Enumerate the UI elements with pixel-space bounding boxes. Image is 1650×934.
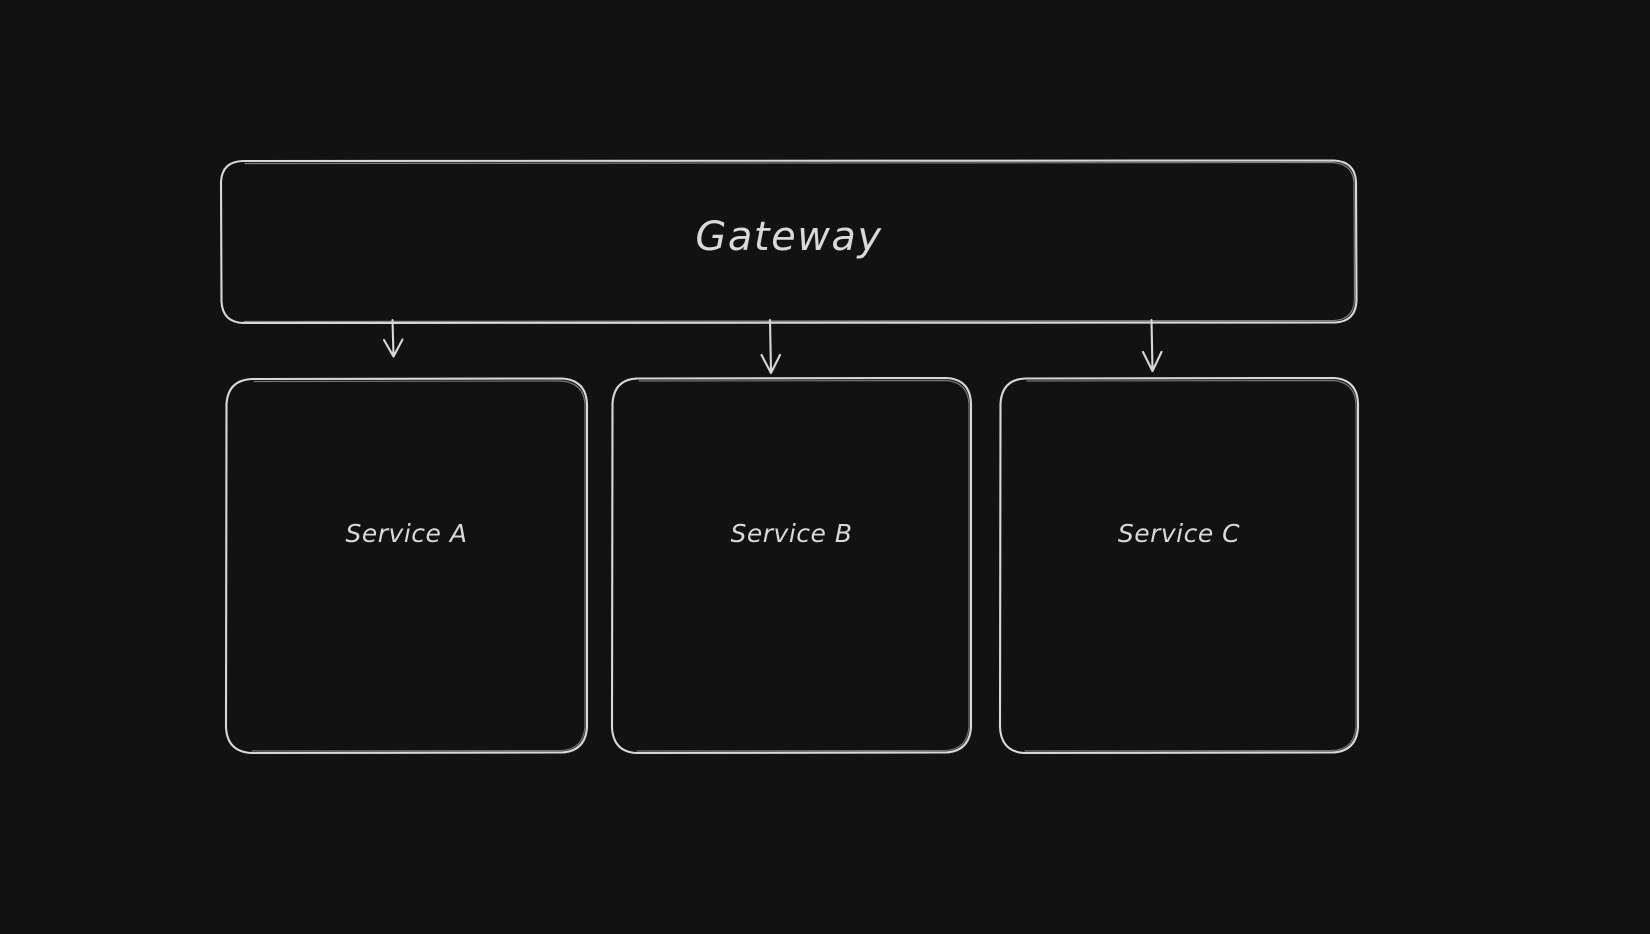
- node-gateway[interactable]: Gateway: [222, 160, 1356, 323]
- node-service-c[interactable]: Service C: [1000, 378, 1358, 753]
- edge-gateway-service-b: [760, 318, 782, 375]
- node-service-c-label: Service C: [1117, 519, 1241, 548]
- node-service-a[interactable]: Service A: [226, 378, 587, 753]
- edge-gateway-service-a: [382, 318, 404, 358]
- edge-gateway-service-c: [1141, 318, 1163, 373]
- node-gateway-label: Gateway: [695, 214, 883, 260]
- node-service-b-label: Service B: [730, 519, 853, 548]
- node-service-a-label: Service A: [345, 519, 468, 548]
- node-service-b[interactable]: Service B: [612, 378, 971, 753]
